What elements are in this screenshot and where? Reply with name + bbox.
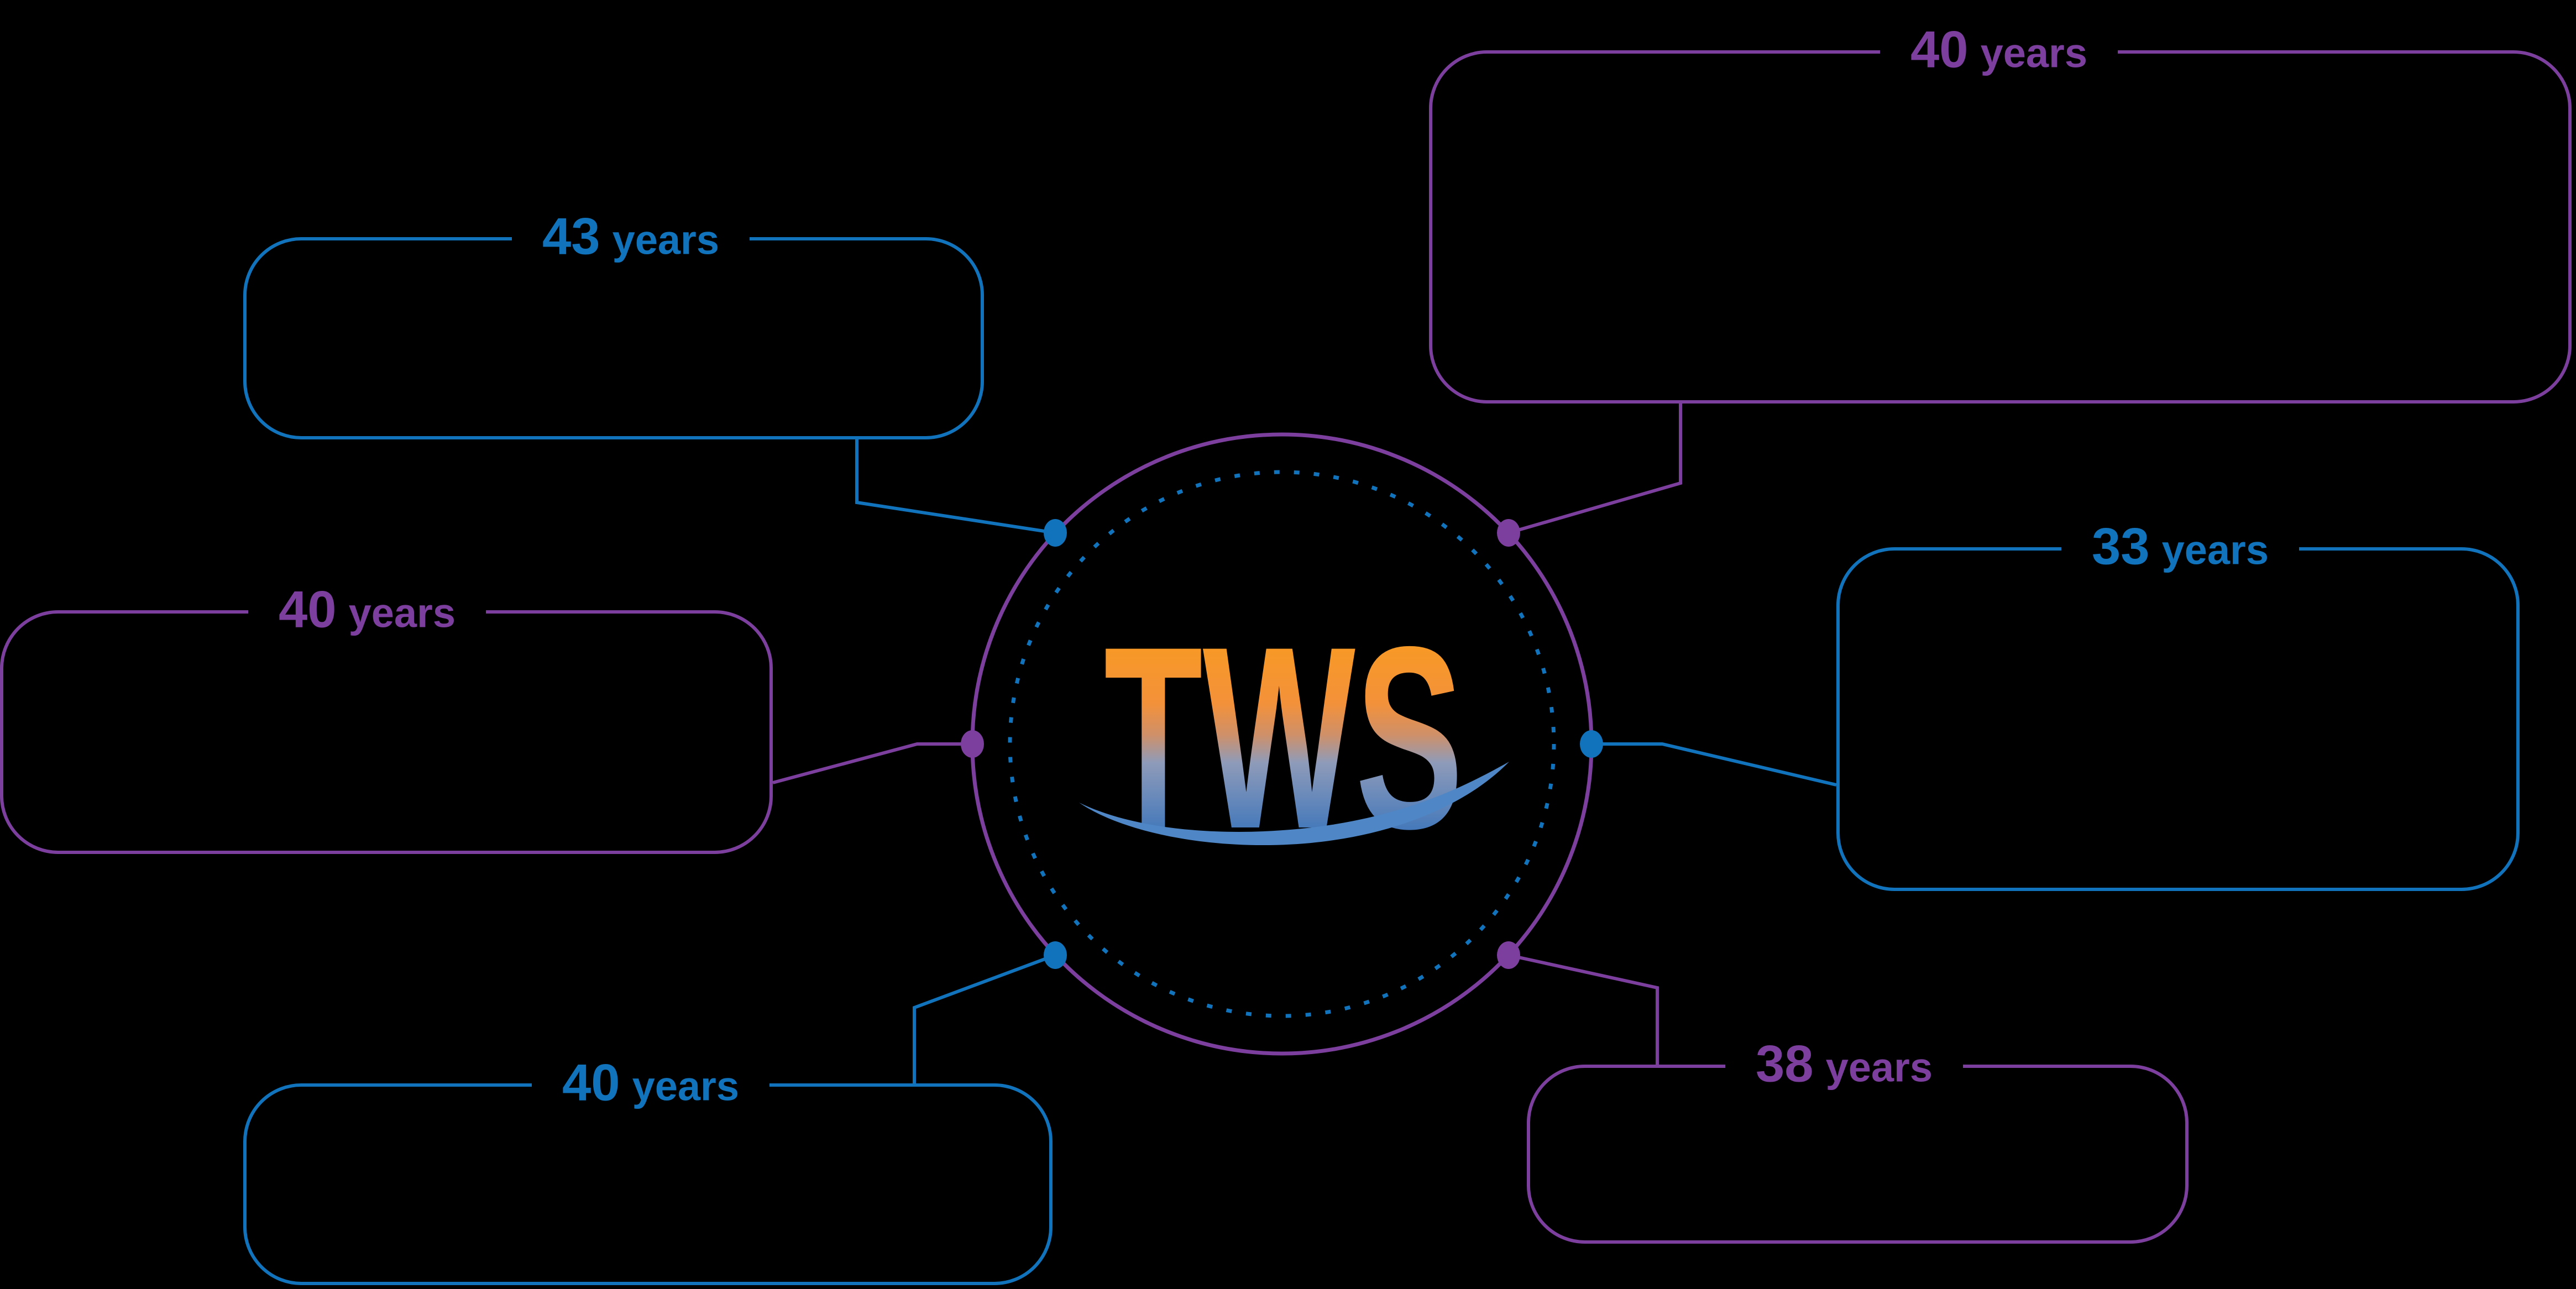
- connector-middle-left: [772, 742, 972, 784]
- node-box-middle-right: 33 years: [1836, 519, 2520, 891]
- node-box-bottom-left: 40 years: [243, 1055, 1053, 1285]
- node-value: 40: [1910, 20, 1968, 78]
- node-value: 33: [2092, 517, 2150, 575]
- connector-top-right: [1508, 404, 1682, 535]
- node-label-top-left: 43 years: [512, 209, 750, 264]
- node-unit: years: [2161, 527, 2269, 573]
- node-label-middle-left: 40 years: [248, 580, 486, 638]
- node-label-top-right: 40 years: [1880, 20, 2118, 78]
- connector-dot-bottom-right: [1497, 941, 1520, 969]
- connector-dot-bottom-left: [1044, 941, 1067, 969]
- logo-wave: [1079, 762, 1509, 846]
- connector-bottom-left: [913, 953, 1056, 1083]
- node-box-top-right: 40 years: [1429, 22, 2572, 404]
- node-label-bottom-left: 40 years: [532, 1053, 769, 1112]
- node-value: 43: [542, 207, 600, 265]
- node-unit: years: [348, 590, 455, 636]
- node-value: 40: [562, 1053, 620, 1112]
- tws-logo: TWS: [1079, 593, 1509, 883]
- node-label-middle-right: 33 years: [2061, 517, 2299, 575]
- connector-dot-top-right: [1497, 519, 1520, 547]
- node-unit: years: [612, 217, 719, 263]
- inner-dotted-circle: [1008, 470, 1556, 1018]
- node-box-middle-left: 40 years: [0, 582, 773, 854]
- connector-dot-top-left: [1044, 519, 1067, 547]
- node-unit: years: [632, 1063, 739, 1109]
- node-value: 38: [1756, 1034, 1814, 1093]
- connector-dot-middle-right: [1580, 730, 1603, 758]
- node-box-bottom-right: 38 years: [1527, 1036, 2188, 1244]
- connector-bottom-right: [1508, 953, 1659, 1065]
- node-unit: years: [1980, 30, 2087, 76]
- connector-top-left: [855, 439, 1056, 535]
- node-box-top-left: 43 years: [243, 209, 984, 439]
- node-value: 40: [279, 580, 337, 638]
- connector-middle-right: [1591, 742, 1837, 787]
- connector-dot-middle-left: [961, 730, 984, 758]
- node-label-bottom-right: 38 years: [1725, 1034, 1963, 1093]
- node-unit: years: [1825, 1044, 1933, 1091]
